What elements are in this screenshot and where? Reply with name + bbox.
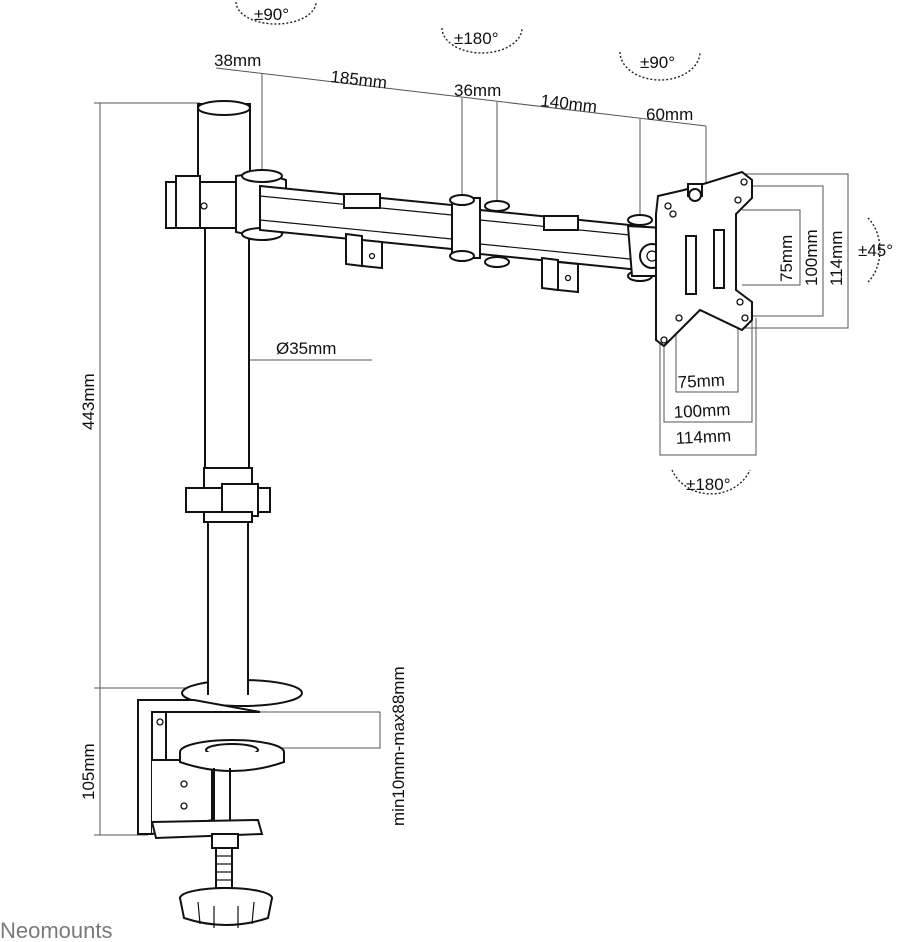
labels: ±90° ±180° ±90° ±45° ±180° 38mm 185mm 36… bbox=[0, 5, 893, 942]
head-swivel-label: ±90° bbox=[640, 53, 675, 72]
arm bbox=[165, 169, 670, 294]
vesa-v-75: 75mm bbox=[777, 235, 796, 282]
pole-diameter-label: Ø35mm bbox=[276, 339, 336, 358]
rotation-arrows bbox=[235, 1, 881, 495]
vesa-h-75: 75mm bbox=[677, 371, 725, 392]
desk-range-label: min10mm-max88mm bbox=[389, 666, 408, 826]
tilt-arc bbox=[867, 217, 881, 283]
base-swivel-label: ±90° bbox=[254, 5, 289, 24]
brand-logo-text: Neomounts bbox=[0, 918, 113, 942]
vesa-h-100: 100mm bbox=[673, 400, 731, 422]
head-swivel-arc bbox=[619, 51, 701, 81]
dim-60mm: 60mm bbox=[646, 105, 693, 124]
vesa-v-100: 100mm bbox=[802, 229, 821, 286]
vesa-h-114: 114mm bbox=[675, 426, 731, 448]
dimension-lines bbox=[94, 67, 849, 836]
pole bbox=[181, 100, 303, 707]
base-swivel-arc bbox=[235, 1, 317, 25]
arm-swivel-label: ±180° bbox=[454, 29, 499, 48]
dim-38mm: 38mm bbox=[214, 51, 261, 70]
pole-height-label: 443mm bbox=[79, 373, 98, 430]
dim-185mm: 185mm bbox=[330, 67, 388, 92]
rotate-label: ±180° bbox=[686, 475, 731, 494]
tilt-label: ±45° bbox=[858, 241, 893, 260]
desk-clamp bbox=[137, 699, 285, 928]
dim-36mm: 36mm bbox=[454, 81, 501, 100]
vesa-plate bbox=[655, 170, 753, 348]
rotate-arc bbox=[671, 469, 751, 495]
clamp-height-label: 105mm bbox=[79, 743, 98, 800]
vesa-v-114: 114mm bbox=[827, 231, 846, 286]
dim-140mm: 140mm bbox=[540, 91, 598, 116]
